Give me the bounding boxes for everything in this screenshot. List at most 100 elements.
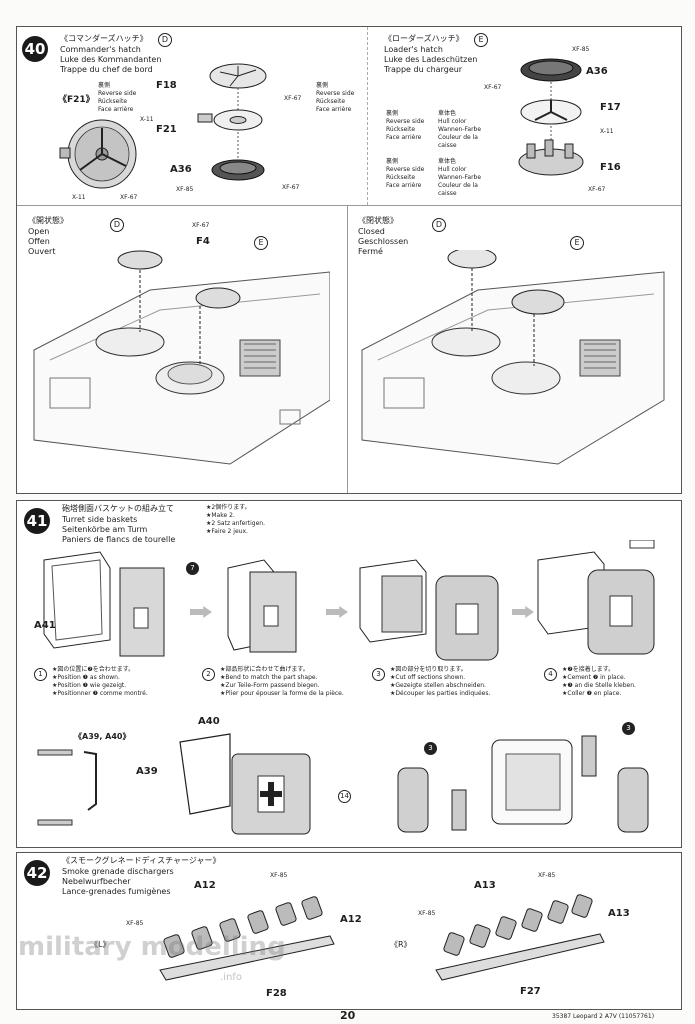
hull-color-en: Hull color [438,166,467,173]
heading-fr: Paniers de flancs de tourelle [62,535,176,544]
dischargers-left-drawing [159,896,335,981]
reverse-fr: Face arrière [316,106,352,113]
substep-number: 3 [372,668,385,681]
substep-4-en: ★Cement ❼ in place. [562,674,626,681]
paint-xf85: XF-85 [270,872,288,879]
make-note-en: ★Make 2. [206,512,235,519]
bracket-detail-drawing [37,749,97,826]
watermark-sub: .info [220,972,242,983]
part-a12: A12 [340,914,362,925]
page-number: 20 [340,1009,356,1022]
basket-step-3-drawing [359,559,499,661]
substep-3-de: ★Gezeigte stellen abschneiden. [390,682,486,689]
substep-number: 1 [34,668,47,681]
reverse-jp: 裏側 [316,82,329,89]
part-tag: 《F21》 [58,95,95,105]
heading-en: Loader's hatch [384,45,443,54]
paint-xf85: XF-85 [572,46,590,53]
heading-jp: 《スモークグレネードディスチャージャー》 [62,856,221,865]
paint-xf67: XF-67 [284,95,302,102]
substep-1-fr: ★Positionner ❼ comme montré. [52,690,148,697]
open-fr: Ouvert [28,247,56,256]
heading-fr: Lance-grenades fumigènes [62,887,171,896]
part-number-callout: 14 [338,790,351,803]
substep-3-jp: ★図の部分を切り取ります。 [390,666,467,673]
substep-2-de: ★Zur Teile-Form passend biegen. [220,682,320,689]
substep-3-fr: ★Découper les parties indiquées. [390,690,491,697]
part-f28: F28 [266,988,287,999]
letter-callout: E [254,236,268,250]
letter-callout: D [158,33,172,47]
side-label-left: 《L》 [90,940,111,949]
part-number-callout: 7 [186,562,199,575]
heading-jp: 砲塔側面バスケットの組み立て [62,504,174,513]
open-de: Offen [28,237,50,246]
paint-xf67: XF-67 [484,84,502,91]
hull-color-de: Wannen-Farbe [438,126,482,133]
part-tag: 《A39, A40》 [74,732,131,741]
hull-color-en: Hull color [438,118,467,125]
paint-xf67: XF-67 [588,186,606,193]
part-a12: A12 [194,880,216,891]
substep-1-de: ★Position ❼ wie gezeigt. [52,682,127,689]
turret-open-drawing [33,250,330,465]
substep-4-fr: ★Coller ❼ en place. [562,690,622,697]
hull-color-jp: 車体色 [438,158,457,165]
step-42-panel [16,852,682,1010]
paint-xf67: XF-67 [282,184,300,191]
paint-xf85: XF-85 [538,872,556,879]
reverse-de: Rückseite [98,98,128,105]
part-f4: F4 [196,236,210,247]
heading-fr: Trappe du chargeur [384,65,463,74]
divider [367,27,368,205]
letter-callout: D [432,218,446,232]
reverse-jp: 裏側 [386,110,399,117]
reverse-de: Rückseite [386,174,416,181]
closed-jp: 《閉状態》 [358,216,398,225]
arrow-icon [326,606,348,618]
substep-4-de: ★❼ an die Stelle kleben. [562,682,636,689]
part-a40: A40 [198,716,220,727]
substep-2-jp: ★部品形状に合わせて曲げます。 [220,666,309,673]
substep-4-jp: ★❼を接着します。 [562,666,615,673]
basket-step-2-drawing [227,559,297,653]
letter-callout: E [570,236,584,250]
watermark: military modelling [18,932,286,962]
reverse-de: Rückseite [316,98,346,105]
arrow-icon [512,606,534,618]
step-number: 41 [24,508,50,534]
substep-number: 2 [202,668,215,681]
part-a13: A13 [474,880,496,891]
closed-en: Closed [358,227,385,236]
paint-x11: X-11 [72,194,86,201]
hull-color-fr: caisse [438,190,457,197]
reverse-jp: 裏側 [386,158,399,165]
divider [17,205,681,206]
basket-step-4-drawing [537,540,655,655]
basket-assembled-drawing [179,733,311,835]
reverse-en: Reverse side [98,90,137,97]
substep-3-en: ★Cut off sections shown. [390,674,466,681]
part-f27: F27 [520,986,541,997]
paint-x11: X-11 [600,128,614,135]
substep-number: 4 [544,668,557,681]
kit-code: 35387 Leopard 2 A7V (11057761) [552,1013,655,1020]
part-f16: F16 [600,162,621,173]
open-jp: 《開状態》 [28,216,68,225]
make-note-jp: ★2個作ります。 [206,504,251,511]
substep-2-fr: ★Plier pour épouser la forme de la pièce… [220,690,344,697]
open-en: Open [28,227,50,236]
reverse-fr: Face arrière [386,182,422,189]
closed-de: Geschlossen [358,237,409,246]
paint-xf85: XF-85 [126,920,144,927]
hull-color-fr: Couleur de la [438,134,478,141]
heading-de: Luke des Kommandanten [60,55,162,64]
paint-xf85: XF-85 [176,186,194,193]
paint-xf67: XF-67 [120,194,138,201]
basket-step-1-drawing [43,551,165,657]
letter-callout: E [474,33,488,47]
turret-closed-drawing [361,250,665,465]
arrow-icon [190,606,212,618]
step-number: 42 [24,860,50,886]
heading-fr: Trappe du chef de bord [60,65,153,74]
